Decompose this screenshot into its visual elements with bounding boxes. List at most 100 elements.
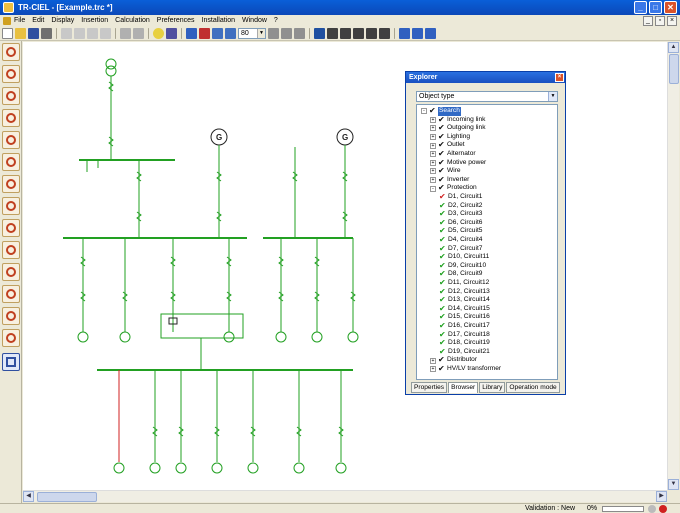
check-icon[interactable]: ✔	[439, 209, 446, 219]
print-icon[interactable]	[41, 28, 52, 39]
menu-window[interactable]: Window	[242, 17, 267, 24]
tree-item[interactable]: ✔D8, Circuit9	[439, 270, 482, 279]
menu-display[interactable]: Display	[51, 17, 75, 24]
tree-item[interactable]: -✔Search	[421, 106, 461, 116]
new-icon[interactable]	[2, 28, 13, 39]
check-icon[interactable]: ✔	[439, 338, 446, 348]
motor-tool-button[interactable]	[2, 263, 20, 281]
expand-icon[interactable]: +	[430, 125, 436, 132]
save-icon[interactable]	[28, 28, 39, 39]
fuse-tool-button[interactable]	[2, 241, 20, 259]
check-icon[interactable]: ✔	[438, 174, 445, 184]
check-icon[interactable]: ✔	[439, 269, 446, 279]
check-icon[interactable]: ✔	[438, 183, 445, 193]
tab-properties[interactable]: Properties	[411, 382, 448, 393]
generator-g2[interactable]	[336, 128, 354, 238]
tree-item[interactable]: +✔Outgoing link	[430, 124, 486, 133]
tree-item[interactable]: ✔D12, Circuit13	[439, 286, 490, 297]
wave-icon[interactable]	[340, 28, 351, 39]
layout-icon[interactable]	[399, 28, 410, 39]
check-icon[interactable]: ✔	[439, 226, 446, 236]
check-icon[interactable]: ✔	[439, 235, 446, 244]
paste-icon[interactable]	[87, 28, 98, 39]
expand-icon[interactable]: +	[430, 357, 436, 364]
curve-icon[interactable]	[327, 28, 338, 39]
tools-icon[interactable]	[353, 28, 364, 39]
check-icon[interactable]: ✔	[438, 364, 445, 373]
grid-icon[interactable]	[225, 28, 236, 39]
horizontal-scroll-thumb[interactable]	[37, 492, 97, 502]
generator-g1[interactable]	[210, 128, 228, 238]
zoom-out-icon[interactable]	[281, 28, 292, 39]
table-icon[interactable]	[314, 28, 325, 39]
tree-item[interactable]: +✔Motive power	[430, 158, 486, 168]
generator-tool-button[interactable]	[2, 87, 20, 105]
tree-item[interactable]: ✔D6, Circuit6	[439, 217, 482, 228]
tree-item[interactable]: +✔Alternator	[430, 149, 476, 159]
expand-icon[interactable]: +	[430, 142, 436, 149]
explorer-close-icon[interactable]: ×	[555, 73, 564, 82]
tree-item[interactable]: ✔D17, Circuit18	[439, 329, 490, 340]
panel-icon[interactable]	[412, 28, 423, 39]
lamp-tool-button[interactable]	[2, 109, 20, 127]
check-icon[interactable]: ✔	[438, 123, 445, 133]
tree-item[interactable]: ✔D5, Circuit5	[439, 227, 482, 236]
check-icon[interactable]: ✔	[429, 106, 436, 115]
menu-file[interactable]: File	[14, 17, 26, 24]
check-icon[interactable]: ✔	[439, 260, 446, 270]
expand-icon[interactable]: +	[430, 177, 436, 184]
window-icon[interactable]	[425, 28, 436, 39]
object-type-select[interactable]: Object type ▼	[416, 91, 558, 102]
expand-icon[interactable]: +	[430, 168, 436, 175]
tree-item[interactable]: +✔Incoming link	[430, 115, 485, 125]
scroll-down-icon[interactable]: ▼	[668, 479, 679, 490]
chevron-down-icon[interactable]: ▼	[548, 92, 557, 101]
loads-row2[interactable]	[113, 462, 347, 474]
bridge-tool-button[interactable]	[2, 219, 20, 237]
tree-item[interactable]: ✔D15, Circuit16	[439, 313, 490, 322]
panel-tool-button[interactable]	[2, 353, 20, 371]
tab-operation-mode[interactable]: Operation mode	[506, 382, 560, 393]
check-icon[interactable]: ✔	[439, 329, 446, 339]
tree-item[interactable]: ✔D1, Circuit1	[439, 192, 482, 202]
check-icon[interactable]: ✔	[439, 312, 446, 322]
transformer-tool-button[interactable]	[2, 43, 20, 61]
incoming-tool-button[interactable]	[2, 65, 20, 83]
menu-installation[interactable]: Installation	[201, 17, 236, 24]
expand-icon[interactable]: +	[430, 116, 436, 123]
chevron-down-icon[interactable]: ▼	[257, 29, 265, 38]
lighting-tool-button[interactable]	[2, 285, 20, 303]
switch-tool-button[interactable]	[2, 131, 20, 149]
breaker-tool-button[interactable]	[2, 153, 20, 171]
menu-preferences[interactable]: Preferences	[156, 17, 195, 24]
doc-close-button[interactable]: ×	[667, 16, 677, 26]
expand-icon[interactable]: +	[430, 366, 436, 373]
feeder-td3[interactable]	[292, 147, 298, 238]
tree-item[interactable]: +✔Inverter	[430, 174, 469, 185]
doc-restore-button[interactable]: ▫	[655, 16, 665, 26]
tree-item[interactable]: ✔D16, Circuit17	[439, 321, 490, 331]
tree-item[interactable]: ✔D18, Circuit19	[439, 339, 490, 348]
feeders-td3[interactable]	[278, 238, 356, 332]
tree-item[interactable]: ✔D7, Circuit7	[439, 243, 482, 254]
check-icon[interactable]: ✔	[439, 286, 446, 296]
vertical-scroll-thumb[interactable]	[669, 54, 679, 84]
copy-icon[interactable]	[74, 28, 85, 39]
check-icon[interactable]: ✔	[439, 278, 446, 287]
tree-item[interactable]: -✔Protection	[430, 184, 477, 193]
check-icon[interactable]: ✔	[439, 217, 446, 227]
check-icon[interactable]: ✔	[439, 243, 446, 253]
collapse-icon[interactable]: -	[430, 185, 436, 192]
check-icon[interactable]	[379, 28, 390, 39]
check-icon[interactable]: ✔	[439, 346, 446, 356]
menu-edit[interactable]: Edit	[32, 17, 45, 24]
open-icon[interactable]	[15, 28, 26, 39]
expand-icon[interactable]: +	[430, 134, 436, 141]
tree-item[interactable]: ✔D13, Circuit14	[439, 296, 490, 305]
menu-calculation[interactable]: Calculation	[115, 17, 150, 24]
check-icon[interactable]: ✔	[438, 166, 445, 176]
redo-icon[interactable]	[133, 28, 144, 39]
check-icon[interactable]: ✔	[439, 295, 446, 305]
close-button[interactable]: ✕	[664, 1, 677, 14]
tree-item[interactable]: ✔D9, Circuit10	[439, 260, 486, 271]
